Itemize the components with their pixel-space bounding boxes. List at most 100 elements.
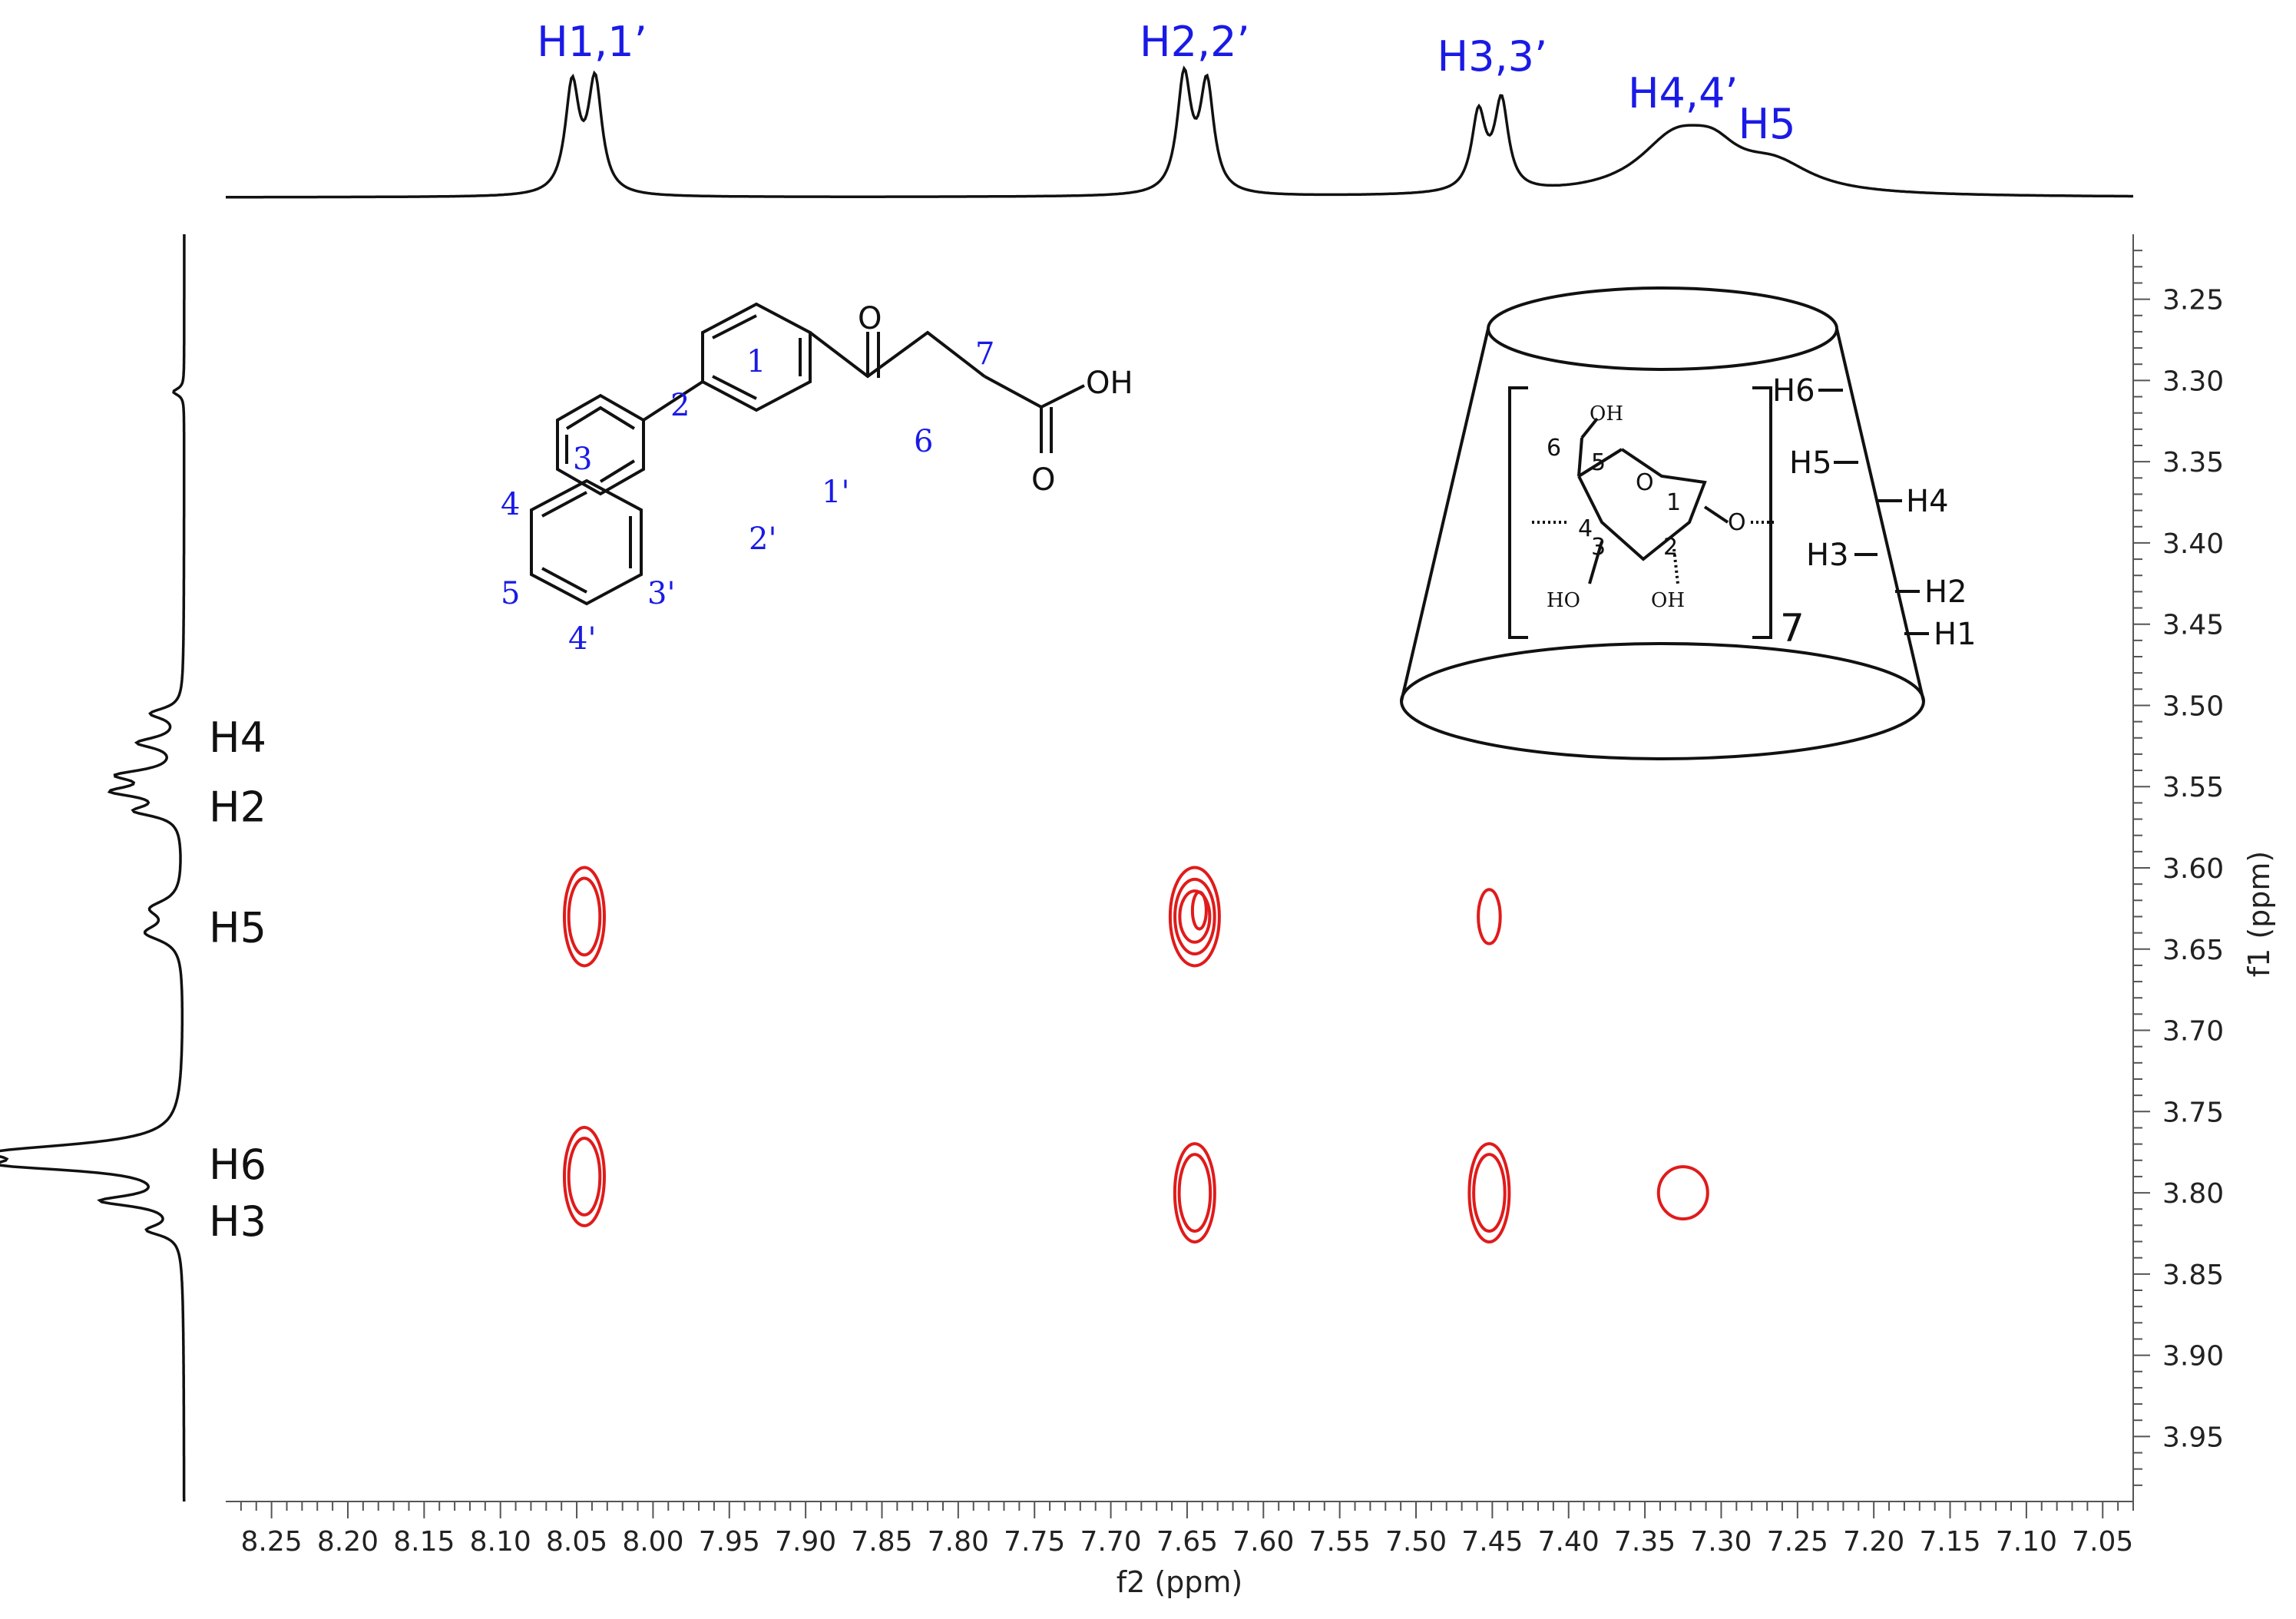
contour-cross-peaks: [562, 866, 1709, 1244]
y-tick-label: 3.90: [2162, 1341, 2224, 1372]
y-axis: 3.253.303.353.403.453.503.553.603.653.70…: [2132, 234, 2224, 1501]
position-label-2: 2: [670, 388, 690, 423]
cd-oh2-label: OH: [1651, 589, 1685, 612]
cyclodextrin-labels: OH HO OH O O 6 5 1 4 3 2 7 H6 H5 H4 H3 H…: [1547, 373, 1977, 652]
y-tick-label: 3.70: [2162, 1016, 2224, 1048]
y-tick-label: 3.60: [2162, 853, 2224, 885]
position-label-2prime: 2': [749, 521, 776, 557]
cd-h5-label: H5: [1789, 445, 1832, 481]
x-tick-label: 8.20: [317, 1526, 379, 1558]
top-peak-label: H1,1’: [537, 18, 647, 66]
c6-bond: [1577, 437, 1583, 477]
y-tick-label: 3.50: [2162, 690, 2224, 722]
x-tick-label: 7.90: [775, 1526, 836, 1558]
x-tick-label: 8.25: [241, 1526, 303, 1558]
x-tick-label: 7.70: [1080, 1526, 1141, 1558]
phenyl-ring-outer: [556, 393, 645, 496]
y-tick-label: 3.25: [2162, 285, 2224, 316]
top-peak-label: H5: [1739, 100, 1796, 148]
cd-repeat-count: 7: [1780, 606, 1805, 651]
cd-glyco-oxygen-label: O: [1728, 509, 1746, 536]
x-tick-label: 7.15: [1919, 1526, 1980, 1558]
guest-molecule-labels: O OH O 1 2 3 4 5 4' 3' 2' 1' 6 7: [501, 301, 1133, 657]
side-peak-label: H5: [209, 903, 266, 952]
cd-c4-label: 4: [1578, 515, 1593, 542]
top-projection-labels: H1,1’H2,2’H3,3’H4,4’H5: [537, 18, 1795, 148]
c3-oh-bond: [1588, 541, 1603, 584]
x-tick-label: 8.15: [393, 1526, 455, 1558]
contour-level: [1477, 888, 1502, 945]
cd-h3-label: H3: [1806, 538, 1849, 573]
top-peak-label: H4,4’: [1628, 69, 1739, 118]
y-tick-label: 3.75: [2162, 1097, 2224, 1128]
cd-c3-label: 3: [1591, 534, 1606, 561]
cd-oh6-label: OH: [1590, 402, 1623, 425]
position-label-3: 3: [573, 442, 592, 477]
y-tick-label: 3.40: [2162, 528, 2224, 560]
x-tick-label: 7.50: [1385, 1526, 1447, 1558]
contour-level: [562, 866, 606, 968]
acid-oh-bond: [1040, 384, 1085, 409]
cd-c1-label: 1: [1666, 489, 1681, 516]
phenyl-ring-inner-bond: [599, 459, 636, 483]
x-tick-label: 7.65: [1156, 1526, 1218, 1558]
position-label-5: 5: [501, 576, 520, 611]
side-projection-spectrum: [0, 234, 186, 1501]
x-tick-label: 7.45: [1461, 1526, 1523, 1558]
contour-level: [1656, 1165, 1709, 1221]
x-tick-label: 7.55: [1309, 1526, 1371, 1558]
y-tick-label: 3.35: [2162, 447, 2224, 478]
y-axis-title: f1 (ppm): [2242, 851, 2276, 978]
alkyl-chain: [809, 330, 986, 379]
top-peak-label: H3,3’: [1437, 32, 1548, 81]
glucose-ring: [1577, 448, 1707, 561]
cd-rim-bottom: [1400, 642, 1925, 760]
x-tick-label: 7.05: [2072, 1526, 2133, 1558]
position-label-4prime: 4': [568, 621, 596, 657]
cd-wall-left: [1400, 328, 1490, 702]
acid-bond: [984, 375, 1042, 409]
cd-h2-label: H2: [1924, 574, 1967, 610]
top-projection-spectrum: [226, 65, 2133, 199]
position-label-3prime: 3': [647, 576, 675, 611]
phenyl-ring-inner-bond: [712, 314, 757, 339]
cd-oh3-label: HO: [1547, 589, 1580, 612]
phenyl-ring-inner-bond: [565, 406, 636, 430]
position-label-6: 6: [914, 424, 933, 459]
contour-level: [567, 876, 602, 957]
x-tick-label: 8.00: [622, 1526, 683, 1558]
x-tick-label: 7.80: [928, 1526, 989, 1558]
side-peak-label: H6: [209, 1141, 266, 1189]
phenyl-ring-inner-bond: [541, 491, 587, 518]
contour-level: [1178, 889, 1212, 944]
side-peak-label: H4: [209, 713, 266, 762]
contour-level: [567, 1137, 602, 1217]
glucose-ring-bond: [1577, 448, 1623, 478]
y-tick-label: 3.30: [2162, 366, 2224, 397]
y-tick-label: 3.80: [2162, 1178, 2224, 1210]
cd-c5-label: 5: [1591, 449, 1606, 476]
cd-h6-label: H6: [1772, 373, 1815, 409]
contour-level: [1173, 1142, 1216, 1244]
y-tick-label: 3.65: [2162, 935, 2224, 966]
guest-molecule-ring-bottom: [530, 478, 643, 606]
c6-oh-bond: [1580, 417, 1599, 439]
guest-molecule-structure: [556, 302, 1085, 496]
phenyl-ring-outer: [530, 478, 643, 606]
contour-level: [1467, 1142, 1511, 1244]
x-tick-label: 7.20: [1843, 1526, 1904, 1558]
position-label-4: 4: [501, 487, 520, 522]
x-tick-label: 7.25: [1767, 1526, 1828, 1558]
contour-level: [1190, 890, 1208, 931]
acid-oh-label: OH: [1086, 366, 1133, 401]
contour-level: [1173, 877, 1216, 956]
cd-ring-oxygen-label: O: [1636, 469, 1654, 496]
cd-rim-top: [1487, 286, 1838, 371]
x-tick-label: 7.95: [699, 1526, 760, 1558]
x-tick-label: 8.05: [546, 1526, 607, 1558]
position-label-1prime: 1': [822, 475, 849, 510]
x-tick-label: 7.40: [1538, 1526, 1600, 1558]
glyco-bond: [1703, 505, 1729, 524]
